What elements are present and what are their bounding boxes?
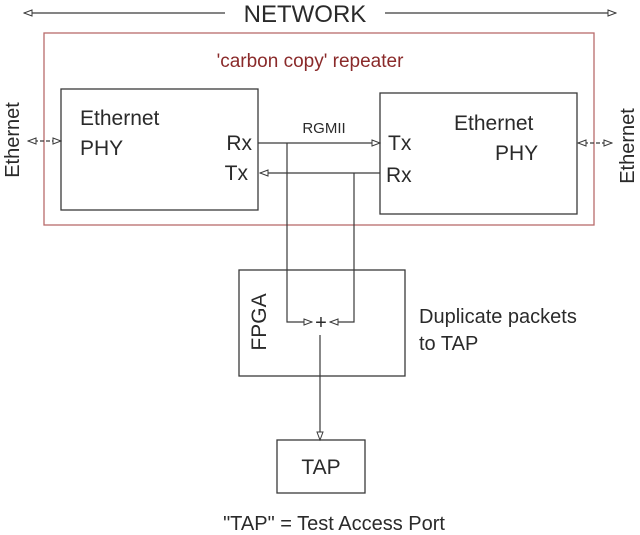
right-ethernet-label: Ethernet	[617, 108, 639, 184]
tap-line-left	[286, 143, 312, 322]
footnote: "TAP" = Test Access Port	[223, 513, 445, 535]
fpga-box	[238, 269, 406, 377]
fpga-note-line1: Duplicate packets	[419, 306, 577, 328]
rgmii-label: RGMII	[302, 120, 345, 137]
left-ethernet-label: Ethernet	[2, 102, 24, 178]
right-phy-tx: Tx	[388, 132, 412, 155]
fpga-label: FPGA	[248, 293, 271, 350]
repeater-label: 'carbon copy' repeater	[217, 51, 404, 72]
repeater-box	[43, 32, 595, 226]
merge-symbol: +	[315, 312, 327, 334]
right-phy-line1: Ethernet	[454, 112, 534, 135]
right-phy-line2: PHY	[495, 142, 538, 165]
tap-line-right	[330, 173, 355, 322]
right-phy-rx: Rx	[386, 164, 412, 187]
right-phy-box	[379, 92, 578, 215]
left-phy-box	[60, 88, 259, 211]
left-phy-rx: Rx	[226, 132, 252, 155]
fpga-note-line2: to TAP	[419, 333, 478, 355]
left-phy-line2: PHY	[80, 137, 123, 160]
left-phy-line1: Ethernet	[80, 107, 160, 130]
tap-label: TAP	[301, 456, 340, 479]
network-title: NETWORK	[244, 1, 367, 28]
tap-box	[276, 439, 366, 494]
left-phy-tx: Tx	[225, 162, 249, 185]
